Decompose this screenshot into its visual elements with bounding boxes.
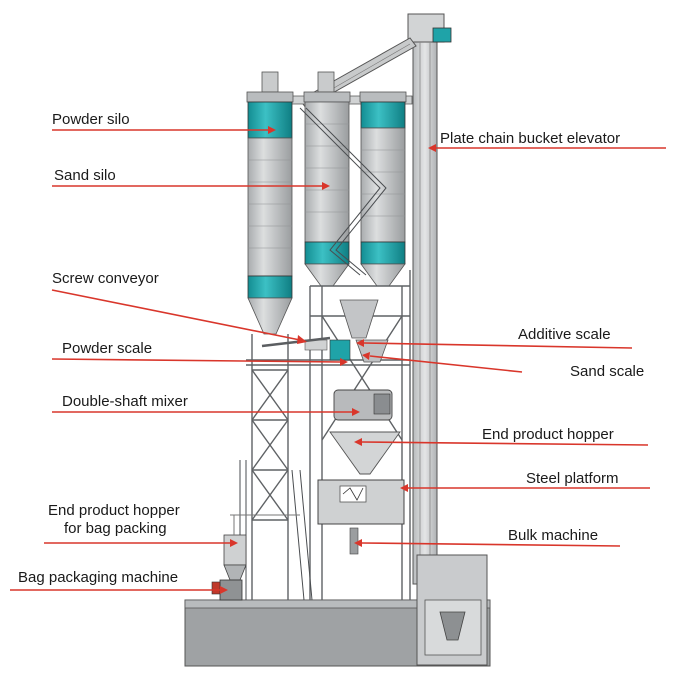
bag-packing-unit — [211, 514, 300, 601]
leader-arrowheads — [220, 126, 436, 594]
label-plate-chain-bucket-elevator: Plate chain bucket elevator — [440, 130, 621, 147]
label-sand-silo: Sand silo — [54, 167, 116, 184]
label-steel-platform: Steel platform — [526, 470, 619, 487]
sand-silo-body — [303, 71, 351, 287]
label-additive-scale: Additive scale — [518, 326, 611, 343]
bucket-elevator — [407, 13, 488, 666]
silo-stairs — [299, 107, 387, 276]
label-powder-silo: Powder silo — [52, 111, 130, 128]
scales-and-mixer — [261, 299, 405, 555]
label-end-product-hopper-bag-1: End product hopper — [48, 502, 180, 519]
label-powder-scale: Powder scale — [62, 340, 153, 357]
label-bulk-machine: Bulk machine — [508, 527, 599, 544]
label-sand-scale: Sand scale — [570, 363, 645, 380]
label-end-product-hopper-bag-2: for bag packing — [64, 520, 167, 537]
lower-stairs — [239, 460, 313, 601]
label-end-product-hopper: End product hopper — [482, 426, 614, 443]
label-bag-packaging-machine: Bag packaging machine — [18, 569, 179, 586]
label-screw-conveyor: Screw conveyor — [52, 270, 159, 287]
third-silo-body — [359, 91, 407, 287]
powder-silo-body — [246, 71, 294, 335]
label-double-shaft-mixer: Double-shaft mixer — [62, 393, 188, 410]
leader-lines — [10, 129, 666, 591]
silo-rings — [248, 123, 405, 249]
